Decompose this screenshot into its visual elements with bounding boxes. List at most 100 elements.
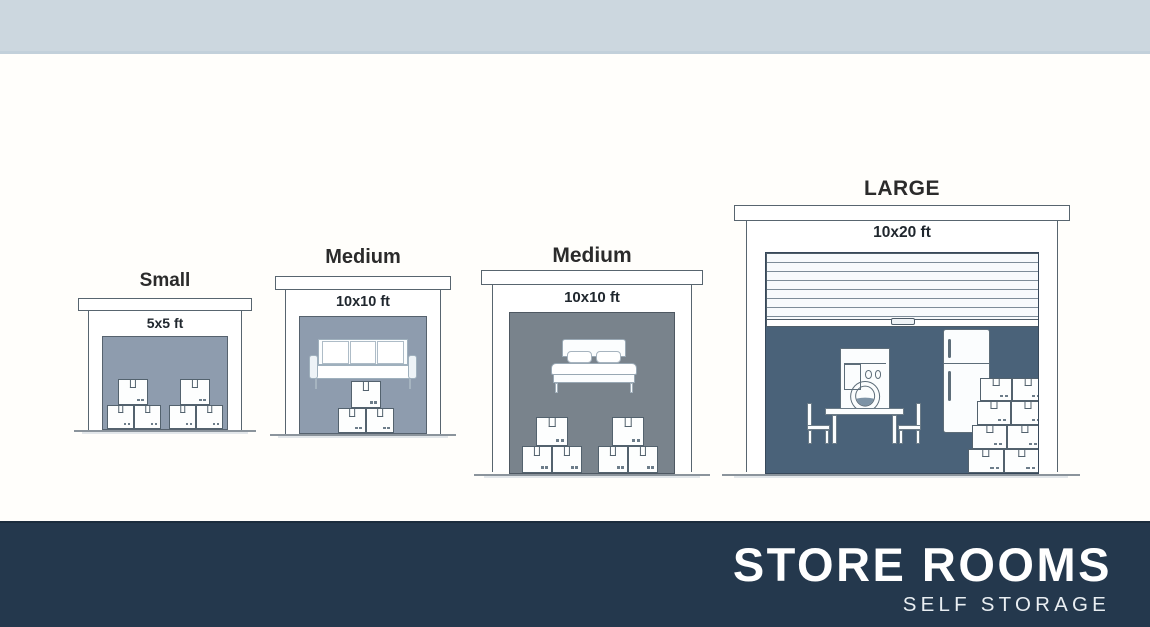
box-tape-icon (1018, 450, 1026, 458)
bed-leg (555, 383, 559, 393)
box (107, 405, 134, 429)
unit-small-title: Small (139, 270, 191, 291)
box-tape-icon (992, 379, 1000, 387)
footer-top-divider (0, 521, 1150, 523)
box (134, 405, 161, 429)
unit-medium-sofa-dimension-label: 10x10 ft (335, 294, 390, 310)
box-tape-icon (179, 406, 186, 414)
bed-pillow (567, 351, 593, 363)
bed-leg (629, 383, 633, 393)
unit-large-dimension-label: 10x20 ft (873, 224, 931, 241)
unit-small-interior (102, 336, 228, 430)
box-tape-icon (206, 406, 213, 414)
unit-medium-sofa-lintel (275, 276, 451, 290)
washing-machine-knob (865, 370, 872, 379)
unit-medium-sofa-title: Medium (325, 246, 401, 268)
roller-door-icon (766, 253, 1038, 327)
sofa-leg (314, 378, 318, 389)
washing-machine-knob (874, 370, 882, 379)
roller-door-slat (767, 298, 1038, 299)
unit-medium-sofa-ground-shadow (278, 436, 448, 438)
box-label-icon (185, 422, 193, 426)
box-tape-icon (117, 406, 124, 414)
table-icon (825, 408, 904, 415)
washing-machine-icon (840, 348, 890, 413)
washing-machine-control-panel (843, 353, 887, 365)
box-label-icon (136, 398, 145, 402)
box-label-icon (616, 466, 625, 469)
box-label-icon (993, 442, 1003, 446)
box (196, 405, 223, 429)
box-tape-icon (624, 418, 632, 428)
refrigerator-freezer-handle (947, 339, 952, 358)
box-tape-icon (362, 382, 370, 391)
box-tape-icon (985, 426, 994, 434)
box-label-icon (150, 422, 158, 426)
chair-seat (807, 425, 830, 430)
box-label-icon (998, 418, 1007, 422)
roller-door-handle-icon[interactable] (891, 318, 915, 325)
sofa-cushion (377, 341, 404, 364)
box-label-icon (999, 395, 1008, 398)
roller-door-slat (767, 271, 1038, 272)
box-tape-icon (1024, 402, 1032, 410)
box-label-icon (555, 438, 564, 442)
sofa-seat (315, 365, 411, 379)
box-label-icon (1026, 466, 1036, 470)
box-label-icon (990, 466, 1000, 470)
box-label-icon (570, 466, 579, 469)
unit-medium-bed-lintel (481, 270, 703, 285)
box (522, 446, 552, 473)
roller-door-slat (767, 307, 1038, 308)
sofa-arm (309, 354, 318, 379)
unit-small-dimension-label: 5x5 ft (146, 315, 184, 331)
box-tape-icon (377, 409, 383, 417)
chair-leg (899, 430, 903, 444)
unit-medium-sofa-interior (299, 316, 427, 434)
box-tape-icon (1024, 379, 1032, 387)
bed-icon (548, 339, 640, 395)
box (552, 446, 582, 473)
box (366, 408, 394, 433)
box-tape-icon (639, 447, 647, 456)
unit-small-lintel (78, 298, 252, 311)
brand-logo: STORE ROOMS SELF STORAGE (733, 539, 1112, 617)
box (1012, 378, 1038, 401)
unit-large-ground-shadow (734, 476, 1068, 478)
box (1011, 401, 1038, 425)
roller-door-slat (767, 316, 1038, 317)
refrigerator-fridge-handle (947, 371, 952, 401)
box (118, 379, 148, 405)
sofa-cushion (322, 341, 349, 364)
box-tape-icon (191, 380, 199, 389)
unit-large: LARGE 10x20 ft (722, 119, 1082, 478)
unit-medium-bed-ground-shadow (484, 476, 700, 478)
chair-leg (825, 430, 829, 444)
roller-door-slat (767, 289, 1038, 290)
box-label-icon (1028, 442, 1038, 446)
unit-medium-bed-title: Medium (552, 244, 632, 267)
box-tape-icon (1020, 426, 1029, 434)
box-tape-icon (548, 418, 556, 428)
box (351, 381, 381, 408)
box (977, 401, 1011, 425)
unit-small: Small 5x5 ft (70, 264, 260, 434)
box (169, 405, 196, 429)
chair-seat (898, 425, 921, 430)
box-label-icon (123, 422, 131, 426)
sofa-arm (408, 354, 417, 379)
table-leg (892, 415, 897, 444)
box (338, 408, 366, 433)
chair-leg (916, 430, 920, 444)
box-tape-icon (982, 450, 990, 458)
box-label-icon (540, 466, 549, 469)
box (180, 379, 210, 405)
box (972, 425, 1007, 449)
brand-tagline: SELF STORAGE (902, 593, 1110, 616)
sofa-cushion (349, 341, 377, 364)
roller-door-slat (767, 280, 1038, 281)
footer-bar: STORE ROOMS SELF STORAGE (0, 521, 1150, 627)
table-leg (832, 415, 837, 444)
top-band-edge (0, 51, 1150, 54)
box (598, 446, 628, 473)
